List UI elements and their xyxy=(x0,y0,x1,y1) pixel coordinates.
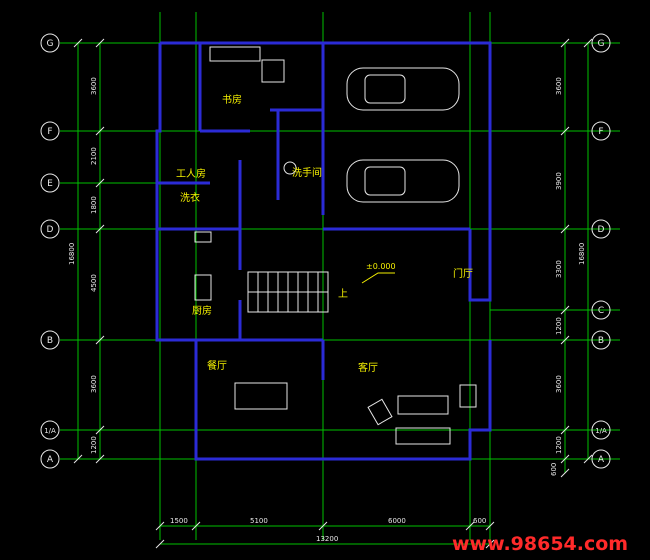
room-label-living: 客厅 xyxy=(358,361,378,374)
side-chair-icon xyxy=(459,384,477,408)
furniture xyxy=(194,46,477,445)
dim-bottom-0: 1500 xyxy=(170,517,188,525)
armchair-icon xyxy=(367,398,393,426)
dim-bottom-3: 600 xyxy=(473,517,486,525)
dim-bottom-1: 5100 xyxy=(250,517,268,525)
toilet-icon xyxy=(283,161,297,175)
room-label-servant: 工人房 xyxy=(176,167,206,180)
wall-outer xyxy=(155,43,492,461)
dim-left-4: 3600 xyxy=(90,375,98,393)
watermark: www.98654.com xyxy=(452,533,628,555)
study-chair-icon xyxy=(261,59,285,83)
dim-bottom-total: 13200 xyxy=(316,535,338,543)
dim-right-6: 600 xyxy=(550,463,558,476)
room-label-laundry: 洗衣 xyxy=(180,191,200,204)
axis-label-left-5: 1/A xyxy=(44,427,56,435)
dim-right-2: 3300 xyxy=(555,260,563,278)
wall-foyer xyxy=(468,229,492,302)
axis-label-right-6: A xyxy=(598,455,605,465)
axis-label-right-5: 1/A xyxy=(595,427,607,435)
level-label: ±0.000 xyxy=(366,262,396,271)
axis-bubbles-left: G F E D B 1/A A xyxy=(40,33,60,469)
axis-label-right-0: G xyxy=(598,39,605,49)
axis-label-right-3: C xyxy=(598,306,604,316)
stove-icon xyxy=(194,231,212,243)
room-label-toilet: 洗手间 xyxy=(292,166,322,179)
tv-cabinet-icon xyxy=(397,395,449,415)
axis-label-left-3: D xyxy=(47,225,54,235)
dim-right-4: 3600 xyxy=(555,375,563,393)
dim-bottom-2: 6000 xyxy=(388,517,406,525)
room-label-dining: 餐厅 xyxy=(207,359,227,372)
axis-label-left-0: G xyxy=(47,39,54,49)
axis-grid xyxy=(60,12,620,545)
room-label-foyer: 门厅 xyxy=(453,267,473,280)
dim-left-0: 3600 xyxy=(90,77,98,95)
level-marker-icon xyxy=(361,272,395,284)
room-label-kitchen: 厨房 xyxy=(192,304,212,317)
walls xyxy=(155,41,492,461)
dim-right-0: 3600 xyxy=(555,77,563,95)
dim-ticks xyxy=(73,38,593,549)
dining-table-icon xyxy=(234,382,288,410)
dim-left-3: 4500 xyxy=(90,274,98,292)
dim-left-1: 2100 xyxy=(90,147,98,165)
wall-top-right xyxy=(160,41,492,229)
sink-icon xyxy=(194,274,212,301)
dim-right-5: 1200 xyxy=(555,436,563,454)
dim-left-5: 1200 xyxy=(90,436,98,454)
dim-right-3: 1200 xyxy=(555,317,563,335)
axis-label-left-4: B xyxy=(47,336,53,346)
room-label-study: 书房 xyxy=(222,93,242,106)
sofa-icon xyxy=(395,427,451,445)
car-icon xyxy=(346,67,460,203)
axis-label-right-4: B xyxy=(598,336,604,346)
axis-bubbles-right: G F D C B 1/A A xyxy=(591,33,611,469)
stair-up-label: 上 xyxy=(338,288,348,300)
dim-left-2: 1800 xyxy=(90,196,98,214)
axis-label-right-2: D xyxy=(598,225,605,235)
study-desk-icon xyxy=(209,46,261,62)
axis-label-left-1: F xyxy=(47,127,52,137)
axis-label-left-6: A xyxy=(47,455,54,465)
dim-right-total: 16800 xyxy=(578,243,586,265)
dim-right-1: 3900 xyxy=(555,172,563,190)
axis-label-right-1: F xyxy=(598,127,603,137)
axis-label-left-2: E xyxy=(47,179,53,189)
dim-left-total: 16800 xyxy=(68,243,76,265)
staircase xyxy=(247,271,329,313)
